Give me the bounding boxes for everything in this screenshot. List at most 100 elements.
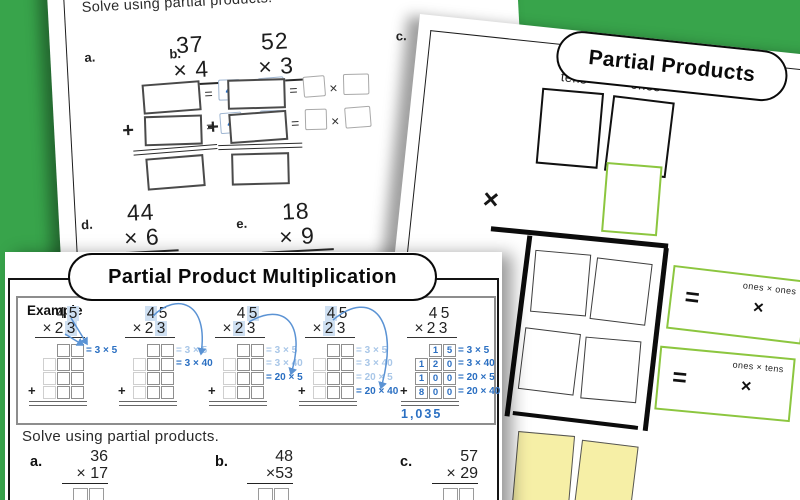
equation: = 20 × 40	[458, 386, 501, 397]
answer-boxes	[442, 488, 474, 500]
digit-cell: 0	[429, 386, 442, 399]
plus-sign: +	[118, 383, 126, 398]
digit: 3	[246, 320, 256, 337]
equation-card-ones-ones: = × ones × ones	[666, 264, 800, 345]
factor-box	[344, 105, 372, 129]
digit-cell: 0	[443, 386, 456, 399]
number-stack: 36 × 17	[62, 448, 108, 484]
times-sign: ×	[481, 183, 501, 216]
sum-line	[218, 142, 303, 151]
digit-highlighted: 3	[65, 320, 77, 337]
worksheet-title-pill: Partial Product Multiplication	[68, 253, 437, 301]
partial-product-box	[228, 109, 289, 145]
multiplier-row: × 29	[446, 465, 478, 482]
answer-cell	[572, 439, 639, 500]
number-stack: 57 × 29	[432, 448, 478, 484]
digit: 4	[428, 305, 438, 322]
digit-highlighted: 4	[145, 305, 157, 322]
partial-product-cell	[517, 327, 581, 396]
equation: = 20 × 5	[458, 372, 495, 383]
worksheet-title: Partial Product Multiplication	[108, 265, 397, 288]
number-stack: 18 × 9	[259, 197, 334, 254]
equation: = 3 × 40	[458, 358, 495, 369]
problem-label: c.	[400, 454, 413, 470]
times-sign: ×	[132, 320, 142, 337]
problem-d: d. 44 × 6	[76, 193, 276, 256]
problem-label: d.	[80, 216, 94, 233]
multiplier-row: × 6	[123, 223, 161, 252]
equals-sign: =	[288, 81, 298, 99]
equation: = 3 × 5	[86, 345, 118, 356]
multiplier-box	[601, 162, 663, 237]
equals-sign: =	[683, 282, 702, 313]
sum-line	[209, 401, 267, 406]
equals-sign: =	[671, 362, 689, 393]
digit: 3	[438, 320, 448, 337]
final-answer: 1,035	[401, 407, 443, 421]
digit: 2	[54, 320, 64, 337]
digit-cell: 5	[443, 344, 456, 357]
plus-sign: +	[208, 383, 216, 398]
digit-highlighted: 2	[323, 320, 335, 337]
problem-label: a.	[84, 49, 96, 65]
equals-sign: =	[290, 114, 300, 132]
problem-label: e.	[235, 215, 248, 232]
rule-line	[305, 337, 355, 338]
number-stack: 48 ×53	[247, 448, 293, 484]
answer-box	[231, 152, 290, 186]
multiplicand: 36	[90, 448, 108, 465]
partial-product-cell	[589, 257, 653, 326]
digit-highlighted: 3	[155, 320, 167, 337]
equation-faded: = 3 × 40	[266, 358, 303, 369]
plus-sign: +	[298, 383, 306, 398]
multiplier-row: × 9	[278, 222, 316, 250]
digit-highlighted: 5	[247, 305, 259, 322]
digit-cell: 0	[443, 358, 456, 371]
multiplicand: 37	[175, 30, 205, 59]
multiplier-row: × 3	[257, 52, 295, 80]
times-sign: ×	[752, 296, 765, 318]
digit: 4	[56, 305, 66, 322]
multiplicand: 48	[275, 448, 293, 465]
number-stack: 52 × 3	[238, 27, 313, 84]
equation-faded: = 3 × 5	[176, 345, 208, 356]
times-sign: ×	[739, 375, 753, 397]
digit: 5	[158, 305, 168, 322]
instruction-text: Solve using partial products.	[81, 0, 273, 17]
digit: 5	[338, 305, 348, 322]
equation-card-label: ones × ones	[742, 280, 797, 297]
factor-box	[304, 108, 328, 131]
rule-line	[215, 337, 265, 338]
equation-faded: = 3 × 40	[356, 358, 393, 369]
times-sign: ×	[312, 320, 322, 337]
partial-product-box	[143, 114, 203, 147]
problem-label: a.	[30, 454, 43, 470]
answer-boxes	[72, 488, 104, 500]
digit-highlighted: 2	[233, 320, 245, 337]
problem-label: b.	[168, 45, 182, 62]
equation-faded: = 3 × 5	[266, 345, 298, 356]
digit: 4	[236, 305, 246, 322]
equation-card-label: ones × tens	[732, 359, 785, 375]
answer-box	[145, 154, 206, 191]
equation-faded: = 3 × 5	[356, 345, 388, 356]
sum-line	[119, 401, 177, 406]
rule-line	[407, 337, 457, 338]
multiplicand: 57	[460, 448, 478, 465]
times-sign: ×	[414, 320, 424, 337]
digit-cell: 1	[429, 344, 442, 357]
plus-sign: +	[206, 116, 220, 139]
multiplier-row: ×53	[265, 465, 293, 482]
number-stack: 37 × 4	[153, 30, 228, 88]
factor-box	[342, 73, 370, 96]
problem-label: b.	[215, 454, 228, 470]
equation-card-ones-tens: = × ones × tens	[654, 345, 796, 423]
multiplicand: 52	[260, 27, 290, 55]
digit-cell: 2	[429, 358, 442, 371]
factor-box	[302, 75, 327, 98]
